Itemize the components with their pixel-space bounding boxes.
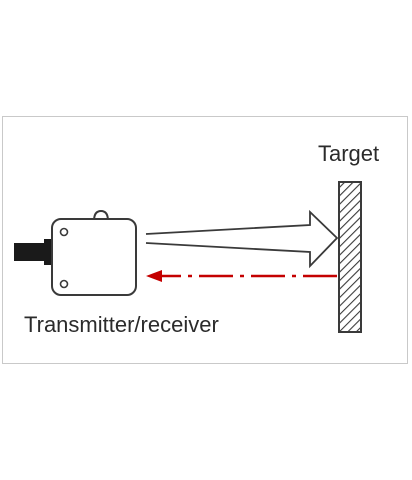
transmitter-receiver-label: Transmitter/receiver <box>24 312 219 337</box>
target-plate-icon <box>338 181 362 333</box>
return-beam-arrow-icon <box>146 270 337 282</box>
emitted-beam-arrow-icon <box>145 209 339 269</box>
sensor-body-icon <box>51 209 137 296</box>
target-label: Target <box>318 141 380 166</box>
cable-icon <box>14 239 52 265</box>
